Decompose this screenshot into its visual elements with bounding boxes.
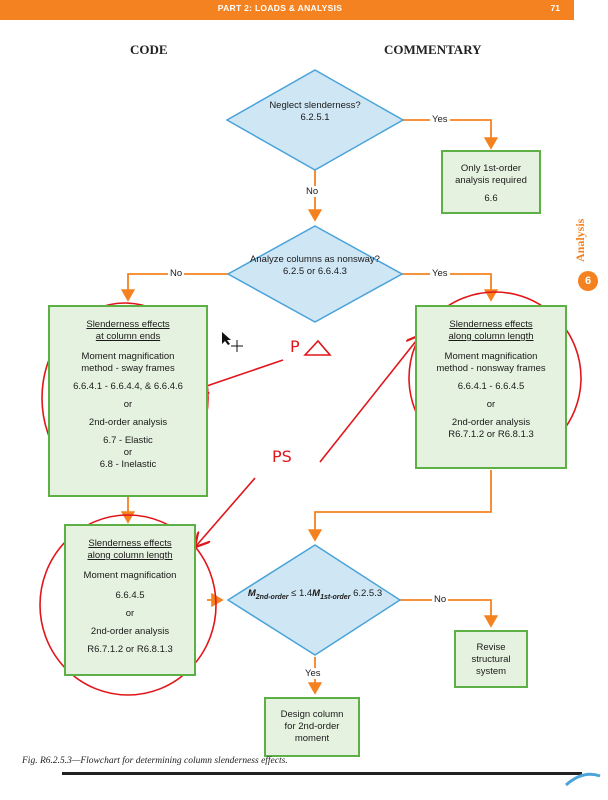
decision-neglect-slenderness	[225, 69, 405, 171]
commentary-column-heading: COMMENTARY	[384, 42, 482, 57]
annotation-triangle	[303, 339, 332, 356]
label-no-2: No	[168, 268, 185, 279]
label-yes-1: Yes	[430, 114, 450, 125]
figure-caption: Fig. R6.2.5.3—Flowchart for determining …	[22, 756, 288, 766]
move-cursor-icon	[231, 340, 243, 352]
box-along-column-length: Slenderness effects along column length …	[64, 524, 196, 676]
header-title: PART 2: LOADS & ANALYSIS	[217, 3, 343, 13]
box-design-column: Design column for 2nd-order moment	[264, 697, 360, 757]
decision-2-text: Analyze columns as nonsway? 6.2.5 or 6.6…	[250, 254, 380, 277]
annotation-p: P	[290, 337, 300, 356]
side-tab-number: 6	[578, 271, 598, 291]
header-bar	[0, 0, 574, 20]
box-only-first-order: Only 1st-order analysis required 6.6	[441, 150, 541, 214]
connector-d2-no	[120, 273, 230, 302]
decision-3-text: M2nd-order ≤ 1.4M1st-order 6.2.5.3	[247, 588, 383, 601]
decision-moment-ratio	[226, 544, 402, 656]
cursor-icon	[222, 332, 231, 345]
box-nonsway-frames: Slenderness effects along column length …	[415, 305, 567, 469]
decision-1-text: Neglect slenderness? 6.2.5.1	[269, 100, 361, 123]
annotation-arrow-ps-left	[196, 477, 256, 546]
annotation-circle-along	[39, 514, 217, 696]
annotation-arrow-p	[195, 359, 284, 390]
connector-nonsway-to-d3	[307, 470, 492, 542]
box-revise-system: Revise structural system	[454, 630, 528, 688]
code-column-heading: CODE	[130, 42, 168, 57]
label-no-1: No	[304, 186, 321, 197]
label-yes-3: Yes	[303, 668, 323, 679]
box-sway-frames: Slenderness effects at column ends Momen…	[48, 305, 208, 497]
page-number: 71	[550, 3, 560, 13]
connector-d3-no	[400, 599, 499, 628]
label-no-3: No	[432, 594, 449, 605]
label-yes-2: Yes	[430, 268, 450, 279]
decision-nonsway	[226, 225, 404, 323]
annotation-ps: PS	[272, 447, 292, 466]
bottom-blue-arc	[565, 772, 601, 787]
bottom-rule	[62, 772, 582, 775]
annotation-arrow-ps-right	[319, 336, 420, 463]
